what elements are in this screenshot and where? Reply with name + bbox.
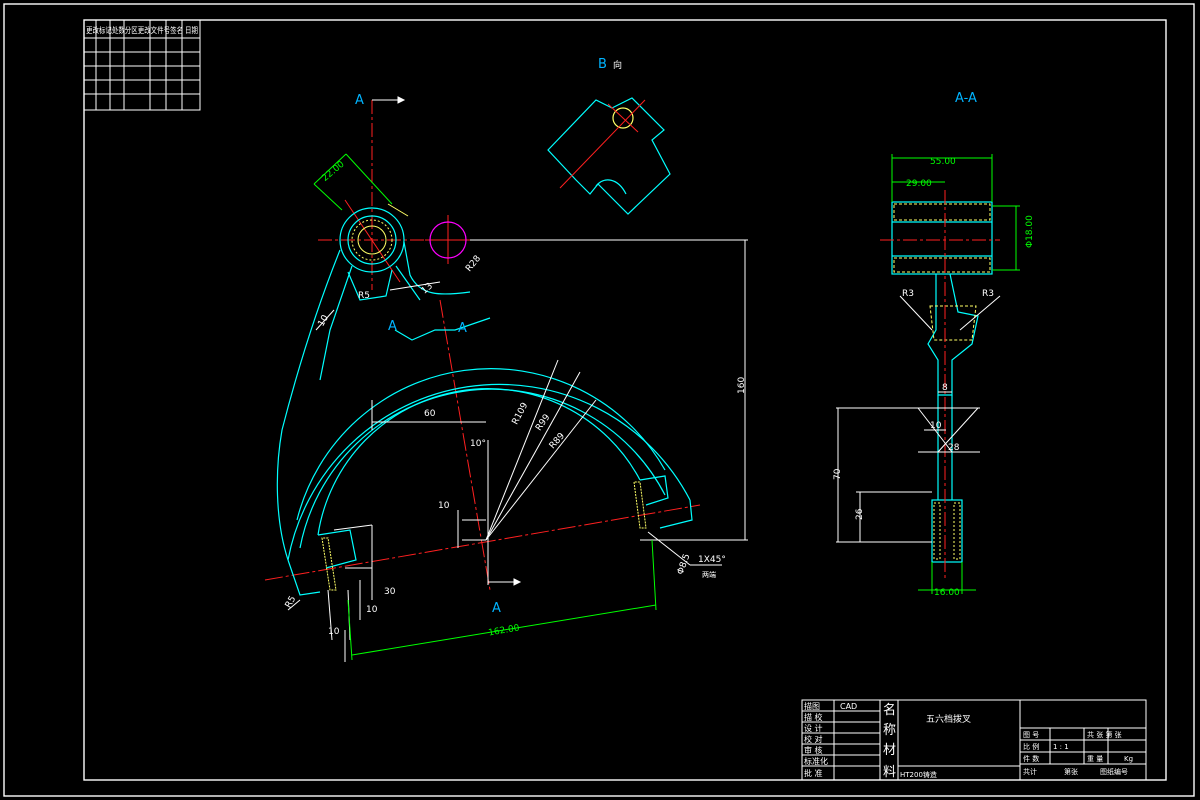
dim-r5: R5 xyxy=(358,291,370,301)
label-b-arrow: 向 xyxy=(613,59,622,71)
aa-section-view xyxy=(836,154,1020,594)
label-a-inner-left: A xyxy=(388,319,397,334)
revision-table xyxy=(83,19,201,111)
dim-162: 162.00 xyxy=(488,623,521,638)
dim-chamfer-sub: 两端 xyxy=(702,570,716,579)
title-block-text: 描图 描 校 设 计 校 对 审 核 标准化 批 准 CAD 名 称 材 料 五… xyxy=(804,701,1133,780)
labels: A B 向 A-A A A A xyxy=(355,57,977,616)
tb-cad: CAD xyxy=(840,702,857,711)
reference-circle xyxy=(429,221,467,259)
tb-name-2: 材 xyxy=(883,743,896,758)
dim-dia18: Φ18.00 xyxy=(1025,215,1035,248)
dim-r28: R28 xyxy=(464,254,483,274)
dim-10-b2: 10 xyxy=(328,627,340,637)
dim-26: 26 xyxy=(855,508,865,520)
dim-r109: R109 xyxy=(511,401,531,427)
hatch-regions xyxy=(321,203,647,591)
tb-label-6: 批 准 xyxy=(804,768,823,778)
tb-r3b: 第张 xyxy=(1064,767,1078,776)
centerlines xyxy=(264,100,701,591)
fork-outline xyxy=(276,207,693,596)
dim-r3-right: R3 xyxy=(982,289,994,299)
tb-r3a: 共计 xyxy=(1023,767,1037,776)
tb-label-4: 审 核 xyxy=(804,745,823,755)
dim-10deg: 10° xyxy=(470,439,486,449)
tb-r2a: 件 数 xyxy=(1023,754,1039,763)
dim-28: 28 xyxy=(948,443,960,453)
tb-r0a: 图 号 xyxy=(1023,731,1039,739)
tb-label-3: 校 对 xyxy=(804,734,823,744)
dim-8: 8 xyxy=(942,383,948,393)
tb-name-0: 名 xyxy=(883,702,896,718)
dim-chamfer: 1X45° xyxy=(698,555,726,565)
tb-r2b: 重 量 xyxy=(1087,755,1103,763)
tb-label-0: 描图 xyxy=(804,701,820,711)
dimension-lines xyxy=(287,239,748,662)
tb-r1a: 比 例 xyxy=(1023,742,1039,751)
tb-material: HT200铸造 xyxy=(900,770,937,779)
title-block xyxy=(801,699,1147,781)
dim-10-r: 10 xyxy=(930,421,942,431)
dimension-text: 22.00 R5 R28 13 10 60 10° R109 R99 R89 1… xyxy=(284,157,1035,639)
dim-70: 70 xyxy=(833,468,843,480)
tb-r3c: 图纸编号 xyxy=(1100,767,1128,776)
dim-160: 160 xyxy=(737,377,747,394)
tb-r1b: 1 : 1 xyxy=(1053,743,1069,751)
dim-r5-lower: R5 xyxy=(284,595,299,610)
dim-55: 55.00 xyxy=(930,157,956,167)
drawing-frame xyxy=(3,3,1195,797)
dim-30: 30 xyxy=(384,587,396,597)
label-b-view: B xyxy=(598,57,607,72)
dim-r3-left: R3 xyxy=(902,289,914,299)
dim-r99: R99 xyxy=(534,412,553,432)
tb-name-1: 称 xyxy=(883,723,896,738)
section-arrows xyxy=(372,96,522,586)
label-aa-title: A-A xyxy=(955,91,977,106)
tb-name-3: 料 xyxy=(883,765,896,780)
tb-label-5: 标准化 xyxy=(804,756,828,766)
fork-main-view xyxy=(264,100,748,662)
tb-r0b: 共 张 第 张 xyxy=(1087,730,1122,739)
label-a-top: A xyxy=(355,93,364,108)
b-view xyxy=(547,97,671,215)
tb-part-name: 五六档拨叉 xyxy=(926,713,971,725)
green-dimension-lines xyxy=(313,153,657,661)
dim-29: 29.00 xyxy=(906,179,932,189)
dim-16: 16.00 xyxy=(934,588,960,598)
dim-10-lower: 10 xyxy=(438,501,450,511)
dim-60: 60 xyxy=(424,409,436,419)
label-a-inner-right: A xyxy=(458,321,467,336)
dim-22: 22.00 xyxy=(320,159,346,183)
dim-10-b1: 10 xyxy=(366,605,378,615)
tb-label-1: 描 校 xyxy=(804,712,823,722)
tb-label-2: 设 计 xyxy=(804,723,823,733)
tb-r2c: Kg xyxy=(1124,755,1133,763)
revision-table-header: 更改标记处数分区更改文件号签名 日期 xyxy=(86,25,198,35)
label-a-bottom: A xyxy=(492,601,501,616)
